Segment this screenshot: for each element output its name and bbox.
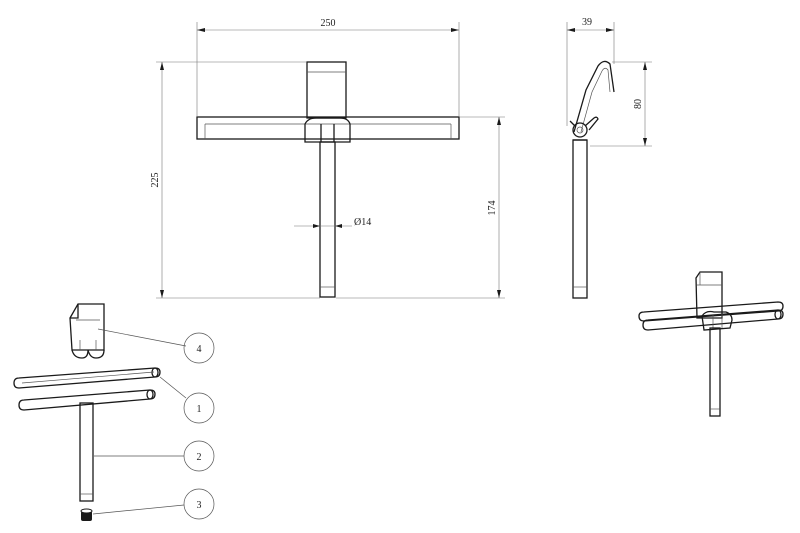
dimension-250-label: 250 <box>321 18 336 29</box>
front-handle <box>319 141 336 298</box>
balloon-3-label: 3 <box>197 500 202 511</box>
dimension-80-label: 80 <box>633 99 644 109</box>
side-handle <box>572 139 588 299</box>
balloon-part-3: 3 <box>183 488 215 520</box>
part-3-end-cap <box>80 508 93 521</box>
balloon-part-4: 4 <box>183 332 215 364</box>
iso-handle <box>709 327 721 417</box>
exploded-view: 4 1 2 3 <box>13 303 215 521</box>
balloon-4-label: 4 <box>197 344 202 355</box>
side-knob <box>572 122 588 138</box>
part-2-handle <box>18 389 156 502</box>
balloon-part-1: 1 <box>183 392 215 424</box>
front-view: 250 225 174 Ø14 <box>150 18 505 299</box>
iso-back-bar <box>638 301 784 322</box>
iso-hook <box>695 271 723 319</box>
side-view: 39 80 <box>566 17 652 299</box>
part-4-hook <box>69 303 105 359</box>
part-1-blade <box>13 367 161 389</box>
front-blade-bar <box>196 116 460 140</box>
front-clamp <box>304 117 351 143</box>
balloon-2-label: 2 <box>197 452 202 463</box>
front-hook-block <box>306 61 347 119</box>
dimension-39-label: 39 <box>582 17 592 28</box>
isometric-assembly <box>638 271 784 417</box>
side-hook <box>573 60 615 133</box>
balloon-part-2: 2 <box>183 440 215 472</box>
iso-clamp <box>701 310 733 331</box>
dimension-diameter-label: Ø14 <box>354 217 371 228</box>
balloon-1-label: 1 <box>197 404 202 415</box>
dimension-174-label: 174 <box>487 201 498 216</box>
dimension-225-label: 225 <box>150 173 161 188</box>
